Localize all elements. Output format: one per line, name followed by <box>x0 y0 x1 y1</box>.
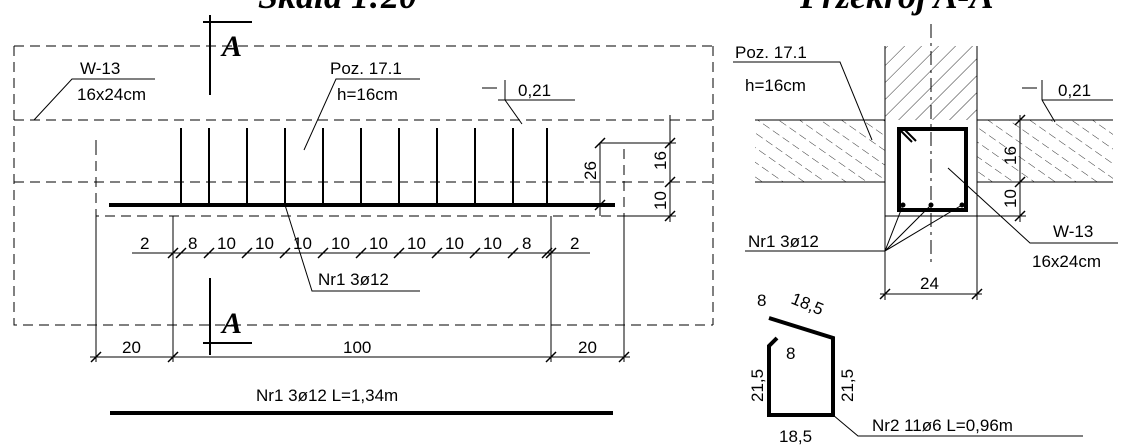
title-left: Skala 1:20 <box>258 0 417 16</box>
slab-label: Poz. 17.1 <box>330 59 402 78</box>
beam-inner-outline <box>95 145 625 217</box>
slab-thickness: h=16cm <box>337 85 398 104</box>
spacing-label: 2 <box>140 234 149 253</box>
beam-label: W-13 <box>80 59 120 78</box>
stirrup-top-diag: 18,5 <box>789 289 827 319</box>
vdim-label: 16 <box>651 151 670 170</box>
spacing-ticks <box>167 247 557 259</box>
vdim-label: 10 <box>651 191 670 210</box>
stirrup-inner-hook: 8 <box>786 344 795 363</box>
section-beam-leader <box>947 167 1118 244</box>
section-beam-size: 16x24cm <box>1032 252 1101 271</box>
section-bar-label: Nr1 3ø12 <box>748 232 819 251</box>
section-slab-thickness: h=16cm <box>745 76 806 95</box>
section-stirrup <box>897 127 968 212</box>
slab-left-hatch <box>755 120 885 182</box>
beam-leader <box>33 78 155 121</box>
spacing-label: 2 <box>570 234 579 253</box>
beam-size-label: 16x24cm <box>77 85 146 104</box>
section-slab-label: Poz. 17.1 <box>735 43 807 62</box>
stirrup-top-hook: 8 <box>757 291 766 310</box>
slab-outline <box>13 45 714 326</box>
spacing-label: 10 <box>369 234 388 253</box>
stirrup-shape: 8 18,5 8 21,5 21,5 18,5 Nr2 11ø6 L=0,96m <box>748 289 1083 446</box>
bar-callout-leader <box>284 204 420 292</box>
stirrup-bottom-dim: 18,5 <box>779 427 812 446</box>
level-marker <box>498 80 575 125</box>
level-value: 0,21 <box>518 81 551 100</box>
spacing-label: 8 <box>188 234 197 253</box>
slab-leader <box>303 78 420 151</box>
spacing-label: 8 <box>522 234 531 253</box>
title-right: Przekrój A-A <box>799 0 994 16</box>
stirrup-left-dim: 21,5 <box>748 369 767 402</box>
section-level-marker <box>1041 80 1113 123</box>
section-slab-leader <box>733 61 873 141</box>
vdim-label: 26 <box>581 161 600 180</box>
bar-callout: Nr1 3ø12 <box>318 270 389 289</box>
stirrup-hook <box>898 128 917 143</box>
bottom-dim-label: 100 <box>343 338 371 357</box>
slab-right-hatch <box>977 120 1113 182</box>
spacing-label: 10 <box>445 234 464 253</box>
bar-schedule-label: Nr1 3ø12 L=1,34m <box>256 386 398 405</box>
section-mark-top: A <box>220 30 242 63</box>
spacing-label: 10 <box>331 234 350 253</box>
section-bar-leader <box>745 204 963 252</box>
stirrup-leader <box>832 414 1083 437</box>
bottom-dim-label: 20 <box>578 338 597 357</box>
stirrup-right-dim: 21,5 <box>838 369 857 402</box>
section-mark-bottom: A <box>220 307 242 340</box>
stirrups <box>180 128 548 205</box>
section-vdim-label: 16 <box>1001 146 1020 165</box>
spacing-label: 10 <box>293 234 312 253</box>
spacing-label: 10 <box>255 234 274 253</box>
section-width-label: 24 <box>920 274 939 293</box>
section-vdim-label: 10 <box>1001 189 1020 208</box>
bottom-dim-label: 20 <box>122 338 141 357</box>
spacing-label: 10 <box>217 234 236 253</box>
section-view: Poz. 17.1 h=16cm 0,21 16 10 Nr1 3ø12 W-1… <box>733 24 1118 300</box>
spacing-label: 10 <box>407 234 426 253</box>
spacing-label: 10 <box>483 234 502 253</box>
elevation-view: A A W-13 16x24cm Poz. 17.1 h=16cm 0,21 2… <box>13 15 714 415</box>
section-level-value: 0,21 <box>1058 81 1091 100</box>
stirrup-shape-outline <box>767 316 835 417</box>
section-beam-label: W-13 <box>1053 222 1093 241</box>
stirrup-label: Nr2 11ø6 L=0,96m <box>872 416 1013 435</box>
